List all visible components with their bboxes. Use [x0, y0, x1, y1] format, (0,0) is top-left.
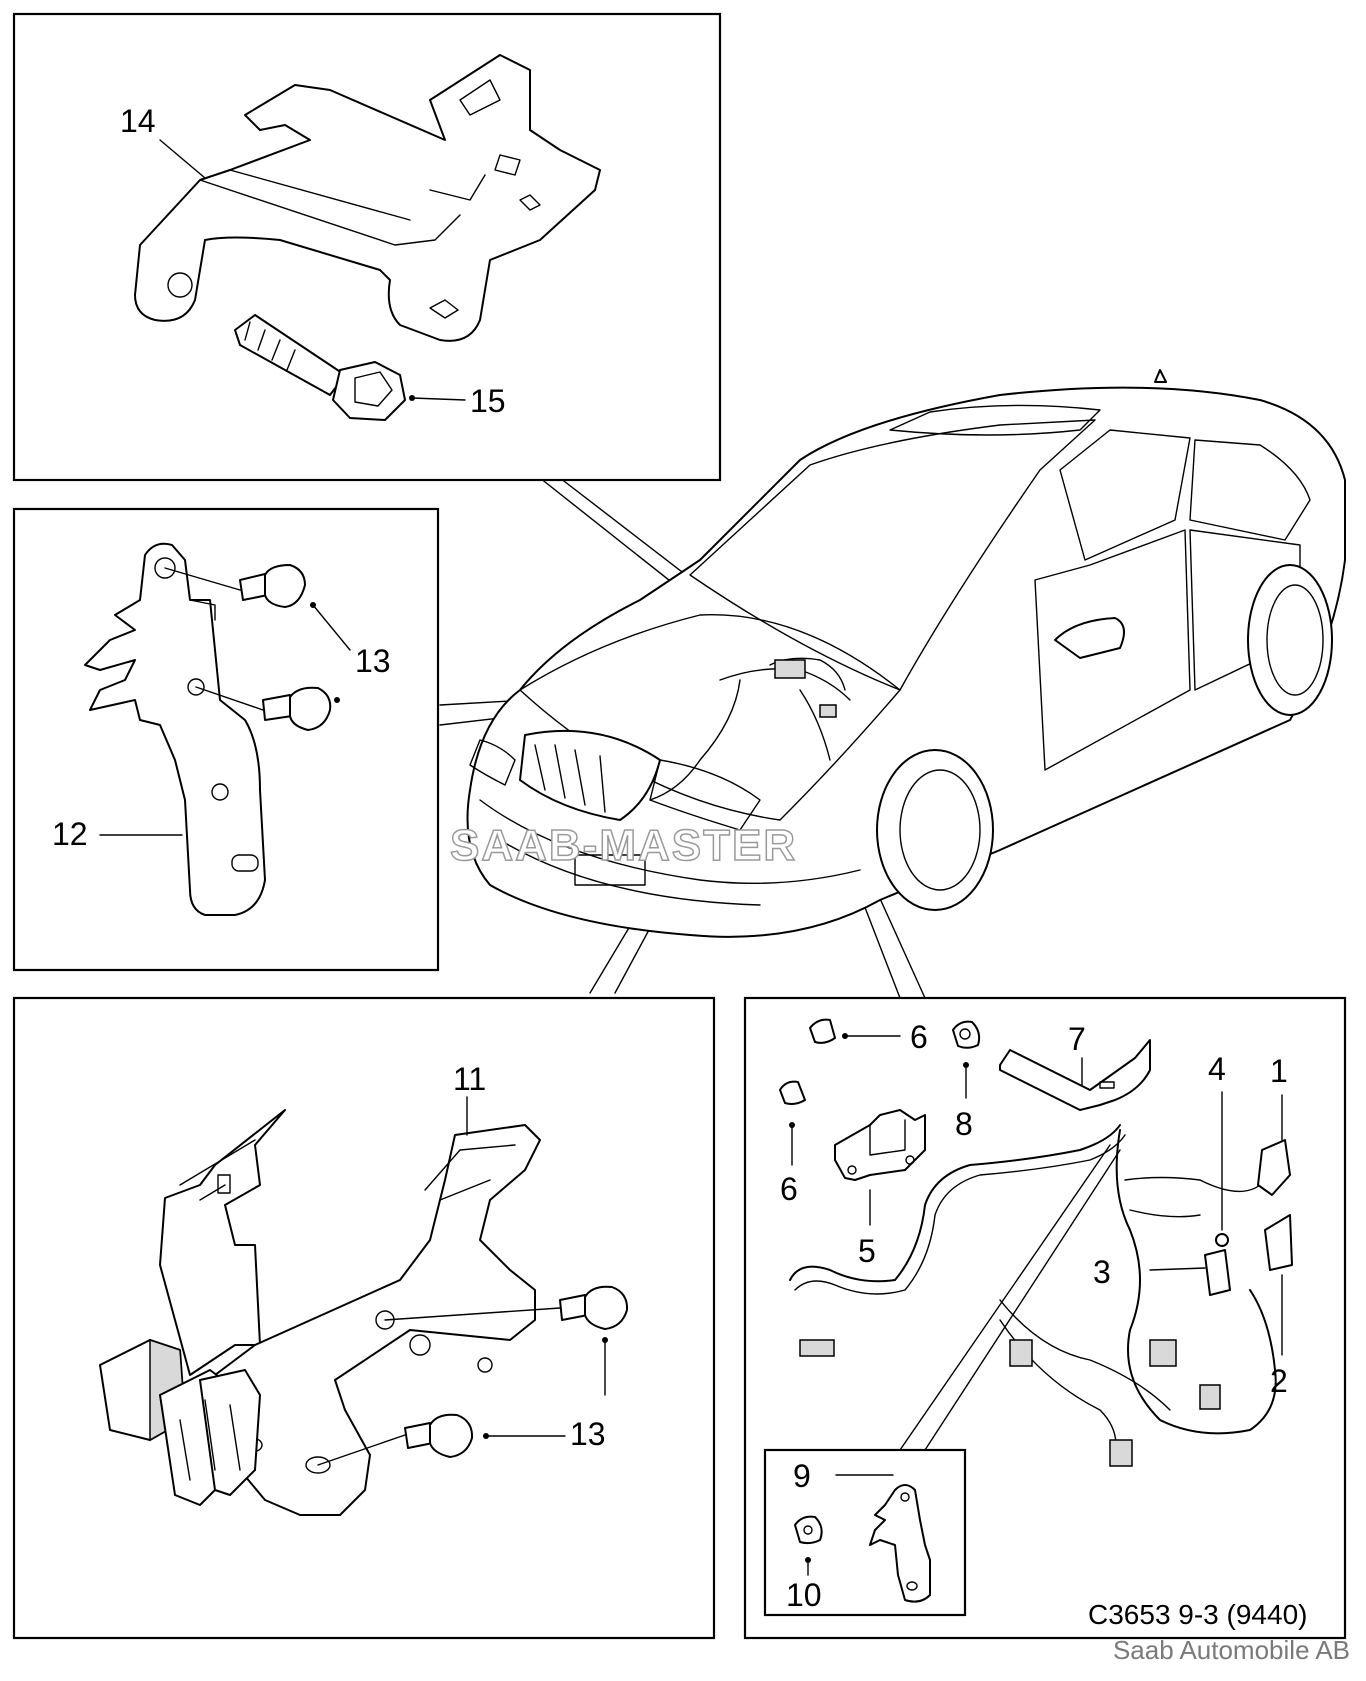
label-part-3: 3	[1093, 1254, 1111, 1290]
label-part-5: 5	[858, 1233, 876, 1269]
screw-13-box-c-lower	[404, 1413, 474, 1458]
label-part-4: 4	[1208, 1051, 1226, 1087]
label-part-10: 10	[786, 1577, 822, 1613]
detail-box-bracket-11: 13 11	[12, 996, 716, 1640]
watermark-text: SAAB-MASTER	[450, 821, 797, 870]
label-part-6-lower: 6	[780, 1171, 798, 1207]
label-part-13-box-b: 13	[355, 643, 391, 679]
screw-13-box-c-upper	[559, 1285, 629, 1330]
car-illustration	[466, 369, 1346, 938]
detail-box-bracket-12: 13 12	[12, 507, 440, 972]
label-part-13-box-c: 13	[570, 1416, 606, 1452]
label-part-14: 14	[120, 103, 156, 139]
label-part-12: 12	[52, 816, 88, 852]
screw-13-lower	[262, 686, 332, 731]
label-part-11: 11	[453, 1061, 486, 1097]
label-part-8: 8	[955, 1106, 973, 1142]
copyright-text: Saab Automobile AB	[1112, 1635, 1350, 1665]
detail-box-bracket-14: 14 15	[12, 12, 722, 482]
label-part-1: 1	[1270, 1053, 1288, 1089]
label-part-2: 2	[1270, 1363, 1288, 1399]
label-part-7: 7	[1068, 1021, 1086, 1057]
label-part-15: 15	[470, 383, 506, 419]
detail-box-harness: 6 8 6 5 7	[743, 996, 1347, 1640]
label-part-9: 9	[793, 1458, 811, 1494]
diagram-reference-code: C3653 9-3 (9440)	[1088, 1599, 1307, 1630]
screw-13-upper	[239, 564, 306, 608]
label-part-6-upper: 6	[910, 1019, 928, 1055]
